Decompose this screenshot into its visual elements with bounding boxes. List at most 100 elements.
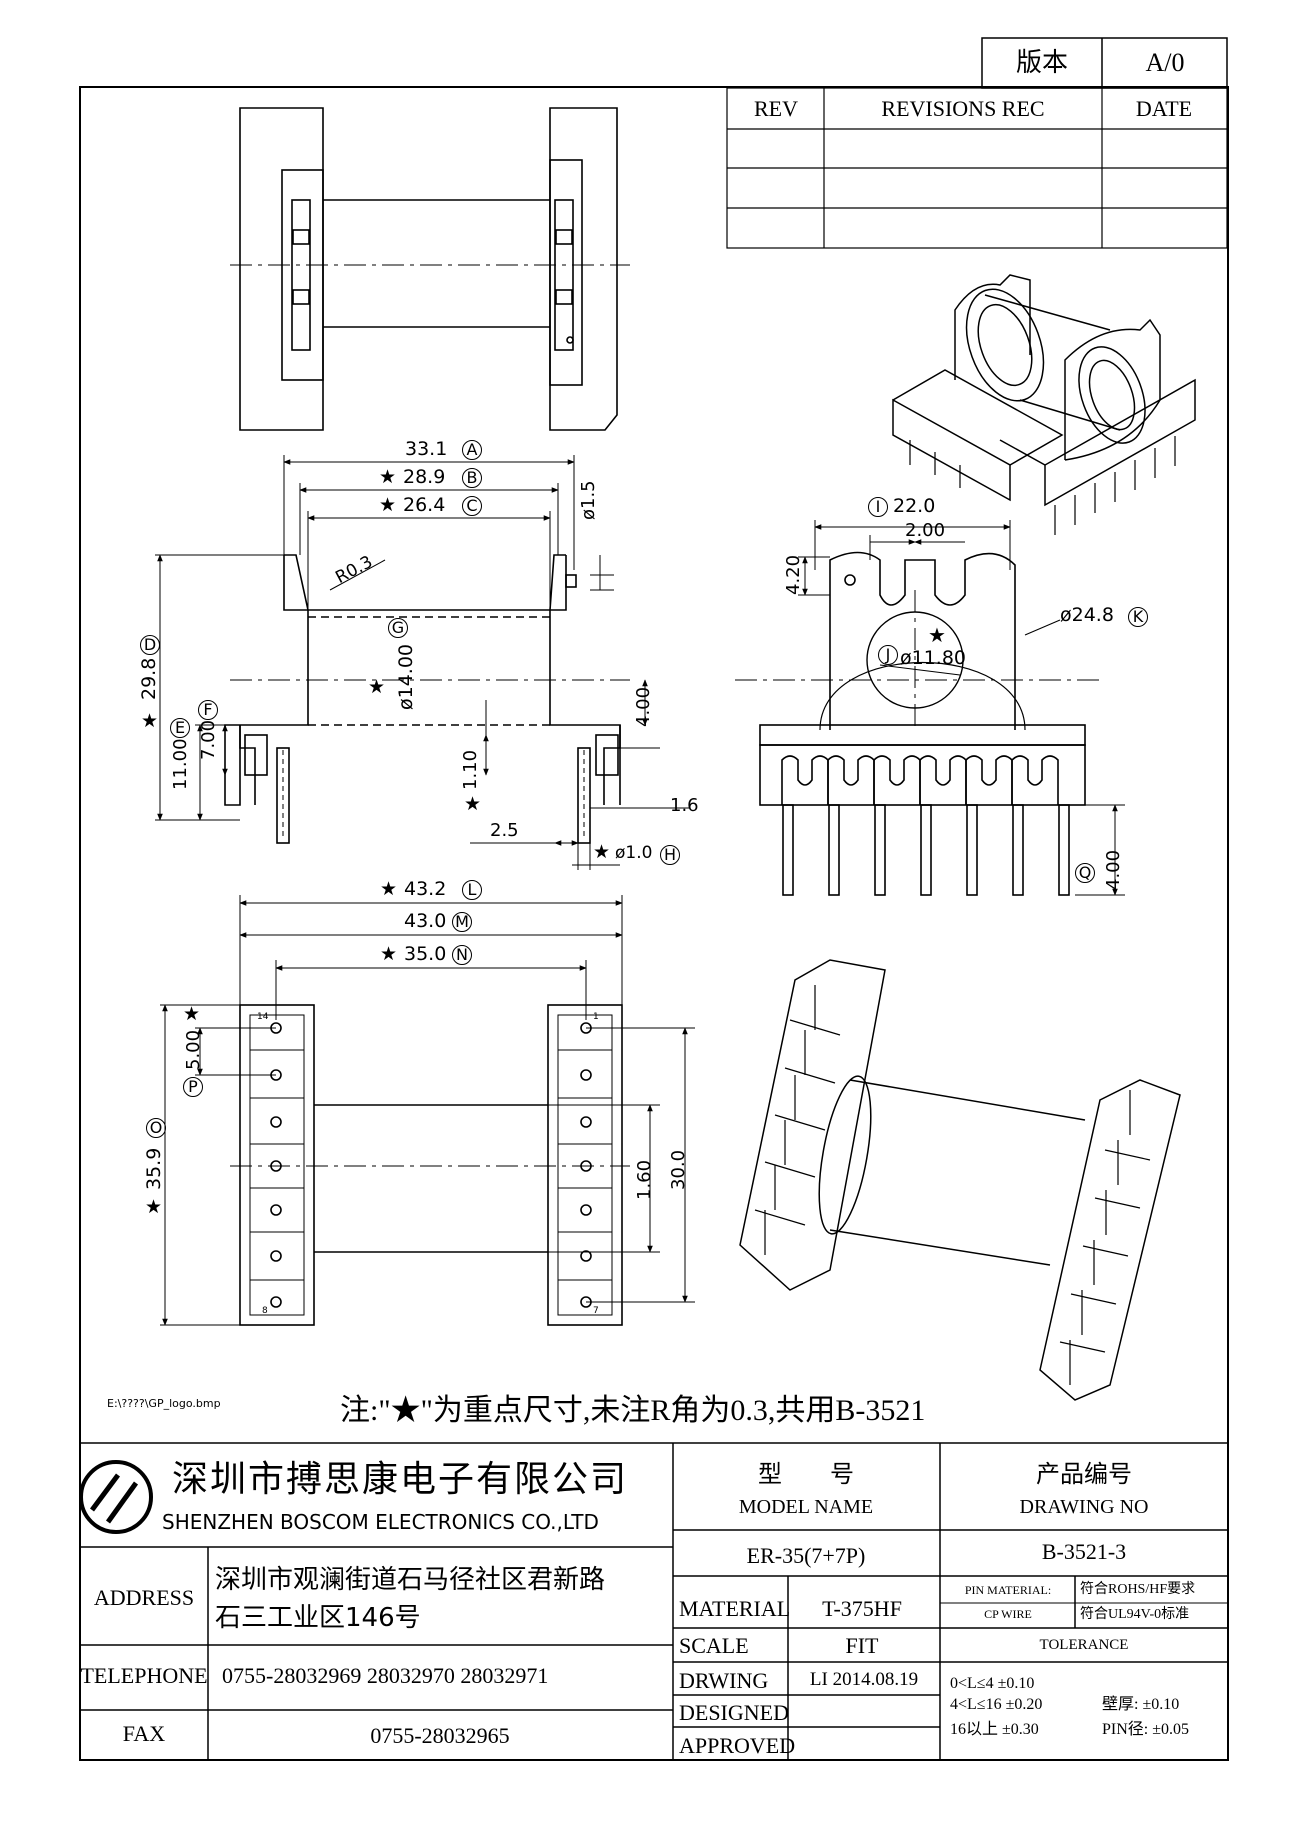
drawing-number-value: B-3521-3 <box>1041 1539 1127 1564</box>
top-view <box>230 107 630 431</box>
dim-b-tag: B <box>462 468 482 488</box>
dim-l-tag: L <box>462 880 482 900</box>
dim-l-value: 43.2 <box>404 878 447 900</box>
dim-d-tag: D <box>140 635 160 655</box>
version-value: A/0 <box>1145 48 1185 77</box>
dim-p-star-icon: ★ <box>183 1003 201 1025</box>
dim-p-tag: P <box>183 1077 203 1097</box>
logo-path: E:\????\GP_logo.bmp <box>107 1397 221 1410</box>
side-view <box>224 554 630 844</box>
dim-f-value: 7.00 <box>198 719 219 760</box>
dim-g-tag: G <box>388 618 408 638</box>
drwing-value: LI 2014.08.19 <box>809 1669 919 1690</box>
drawing-label-en: DRAWING NO <box>1019 1496 1149 1518</box>
dim-h-value: ø1.0 <box>615 843 653 863</box>
address-line-2: 石三工业区146号 <box>215 1603 421 1633</box>
revisions-rec-header: REVISIONS REC <box>881 96 1045 121</box>
dim-e-value: 11.00 <box>170 738 191 790</box>
fax-value: 0755-28032965 <box>370 1723 510 1748</box>
dim-j-star-icon: ★ <box>928 623 946 647</box>
wall-tolerance: 壁厚: ±0.10 <box>1102 1696 1180 1713</box>
tolerance-row-2: 4<L≤16 ±0.20 <box>950 1696 1043 1713</box>
telephone-value: 0755-28032969 28032970 28032971 <box>222 1663 549 1688</box>
company-logo <box>79 1460 153 1534</box>
dim-2-5-value: 2.5 <box>490 820 519 841</box>
drwing-label: DRWING <box>679 1668 769 1693</box>
dim-m-tag: M <box>452 912 472 932</box>
dim-k-value: ø24.8 <box>1060 604 1114 626</box>
dim-b-star-icon: ★ <box>379 466 397 488</box>
dim-g-star-icon: ★ <box>368 676 386 698</box>
dim-l-star-icon: ★ <box>380 878 398 900</box>
isometric-view-top <box>892 274 1196 535</box>
dim-c-star-icon: ★ <box>379 494 397 516</box>
dim-4-00-value: 4.00 <box>633 686 654 727</box>
date-header: DATE <box>1135 96 1193 121</box>
model-label-en: MODEL NAME <box>738 1496 874 1518</box>
dim-1-5-dia: ø1.5 <box>578 480 599 520</box>
tolerance-row-3: 16以上 ±0.30 <box>950 1721 1039 1738</box>
dim-q-tag: Q <box>1075 863 1095 883</box>
bottom-view-dimensions <box>160 895 695 1326</box>
dim-i-value: 22.0 <box>893 495 936 517</box>
dim-d-value: 29.8 <box>138 657 160 700</box>
model-value: ER-35(7+7P) <box>746 1543 866 1568</box>
title-block-grid <box>80 1442 1228 1760</box>
sheet-border <box>79 86 1229 1761</box>
pin-1-label: 1 <box>593 1012 599 1022</box>
dim-j-value: ø11.80 <box>900 647 967 669</box>
material-value: T-375HF <box>822 1596 902 1621</box>
pin-14-label: 14 <box>257 1012 269 1022</box>
rev-header: REV <box>754 96 798 121</box>
fax-label: FAX <box>122 1721 166 1746</box>
designed-label: DESIGNED <box>679 1700 789 1725</box>
dim-30-0-value: 30.0 <box>668 1149 689 1190</box>
dim-1-6-value: 1.6 <box>670 795 699 816</box>
company-name-en: SHENZHEN BOSCOM ELECTRONICS CO.,LTD <box>162 1510 599 1534</box>
isometric-view-bottom <box>739 959 1181 1401</box>
dim-o-value: 35.9 <box>143 1147 165 1190</box>
drawing-note: 注:"★"为重点尺寸,未注R角为0.3,共用B-3521 <box>340 1394 926 1427</box>
dim-p-value: 5.00 <box>183 1029 204 1070</box>
dim-1-60-value: 1.60 <box>634 1159 655 1200</box>
dim-1-10-star-icon: ★ <box>464 793 482 815</box>
pin-material-label: PIN MATERIAL: <box>964 1583 1052 1597</box>
bottom-view <box>230 1004 630 1326</box>
telephone-label: TELEPHONE <box>80 1663 208 1688</box>
scale-label: SCALE <box>679 1633 749 1658</box>
scale-value: FIT <box>845 1633 879 1658</box>
dim-g-value: ø14.00 <box>395 643 417 710</box>
dim-h-star-icon: ★ <box>593 841 611 863</box>
dim-m-value: 43.0 <box>404 910 447 932</box>
cp-wire-value: 符合UL94V-0标准 <box>1080 1607 1190 1622</box>
dim-i-tag: I <box>868 497 888 517</box>
dim-q-value: 4.00 <box>1103 849 1124 890</box>
dim-c-tag: C <box>462 496 482 516</box>
dim-h-tag: H <box>660 845 680 865</box>
dim-n-tag: N <box>452 945 472 965</box>
drawing-label-cn: 产品编号 <box>1036 1462 1132 1488</box>
dim-a-value: 33.1 <box>405 438 448 460</box>
dim-e-tag: E <box>170 718 190 738</box>
approved-label: APPROVED <box>679 1733 796 1758</box>
dim-a-tag: A <box>462 440 482 460</box>
dim-c-value: 26.4 <box>403 494 446 516</box>
material-label: MATERIAL <box>679 1596 791 1621</box>
pin-diameter-tolerance: PIN径: ±0.05 <box>1102 1721 1190 1738</box>
revisions-table <box>726 87 1228 249</box>
dim-o-tag: O <box>146 1118 166 1138</box>
dim-o-star-icon: ★ <box>145 1196 163 1218</box>
dim-j-tag: J <box>878 645 898 665</box>
version-label: 版本 <box>1015 48 1069 77</box>
side-view-dimensions <box>155 455 690 870</box>
cp-wire-label: CP WIRE <box>984 1607 1032 1621</box>
pin-8-label: 8 <box>262 1306 268 1316</box>
dim-2-00-value: 2.00 <box>905 520 946 541</box>
model-label-cn: 型 号 <box>758 1462 854 1488</box>
pin-material-value: 符合ROHS/HF要求 <box>1080 1582 1196 1597</box>
dim-4-20-value: 4.20 <box>783 554 804 595</box>
dim-n-star-icon: ★ <box>380 943 398 965</box>
pin-7-label: 7 <box>593 1306 599 1316</box>
address-line-1: 深圳市观澜街道石马径社区君新路 <box>215 1565 606 1595</box>
